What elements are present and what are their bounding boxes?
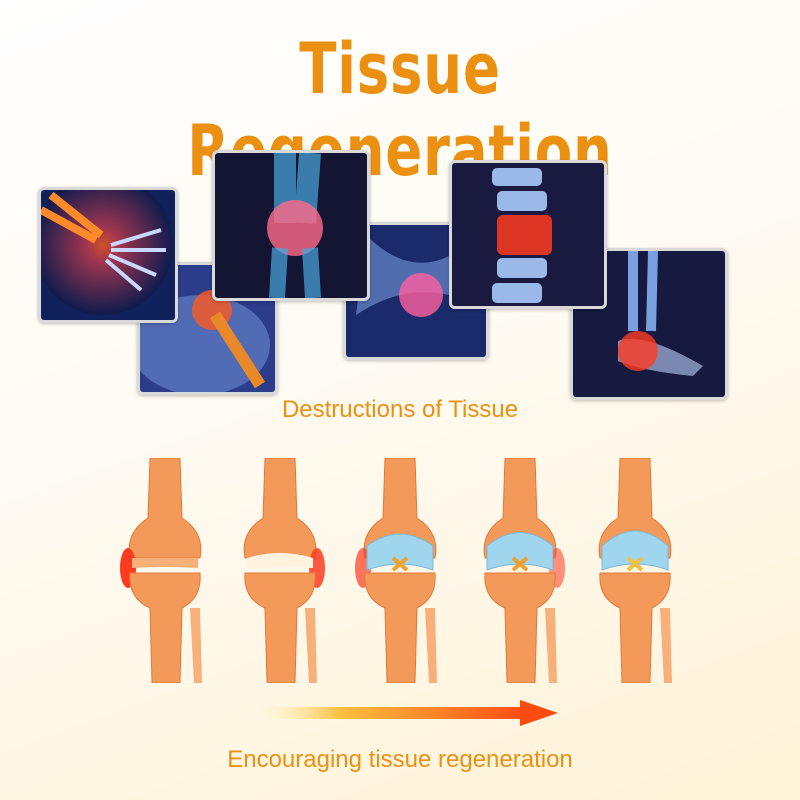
knee-stage-4: [465, 457, 575, 684]
knee-stage-2: [225, 457, 335, 684]
knee-image: [212, 150, 370, 301]
wrist-image: [38, 187, 178, 323]
knee-stage-3: [345, 457, 455, 684]
spine-image: [449, 160, 607, 309]
page-title: Tissue Regeneration: [187, 28, 613, 192]
progress-arrow: [258, 700, 558, 726]
regeneration-caption: Encouraging tissue regeneration: [227, 746, 573, 773]
foot-image: [570, 248, 728, 400]
knee-stage-5: [580, 457, 690, 684]
knee-stage-1: [110, 457, 220, 684]
destructions-caption: Destructions of Tissue: [281, 396, 519, 423]
